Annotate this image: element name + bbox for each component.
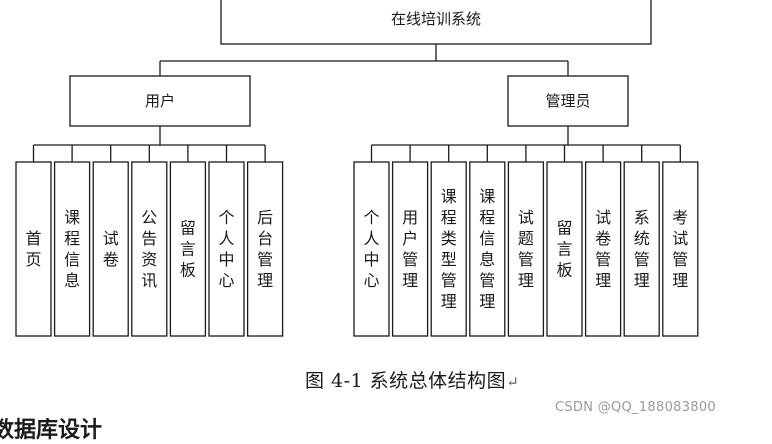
child-node-box xyxy=(92,161,129,337)
child-node-label: 课程信息 xyxy=(64,208,80,290)
child-node-box xyxy=(584,161,622,337)
child-node-box xyxy=(623,161,660,337)
child-node-box xyxy=(391,161,429,337)
figure-caption: 图 4-1 系统总体结构图↵ xyxy=(305,366,519,393)
branch-node-label: 管理员 xyxy=(545,92,590,110)
root-node-label: 在线培训系统 xyxy=(391,10,481,28)
child-node-box xyxy=(662,161,699,337)
child-node-label: 公告资讯 xyxy=(141,208,157,290)
child-node-label: 课程信息管理 xyxy=(479,187,495,311)
child-node-label: 考试管理 xyxy=(672,208,688,290)
next-section-heading: 数据库设计 xyxy=(0,418,103,443)
child-node-label: 系统管理 xyxy=(634,208,650,290)
child-node-label: 试卷 xyxy=(103,229,119,269)
caption-text: 图 4-1 系统总体结构图 xyxy=(305,370,507,392)
child-node-label: 后台管理 xyxy=(257,208,273,290)
paragraph-mark-icon: ↵ xyxy=(506,373,520,391)
child-node-box xyxy=(469,161,506,337)
child-node-label: 首页 xyxy=(25,229,41,269)
child-node-label: 试卷管理 xyxy=(595,208,611,290)
child-node-label: 留言板 xyxy=(180,219,196,280)
child-node-label: 用户管理 xyxy=(402,208,418,290)
child-node-box xyxy=(169,161,207,337)
child-node-label: 个人中心 xyxy=(363,208,379,290)
watermark: CSDN @QQ_188083800 xyxy=(555,400,716,415)
child-node-box xyxy=(208,161,245,337)
child-node-box xyxy=(353,161,390,337)
child-node-box xyxy=(53,161,91,337)
child-node-label: 留言板 xyxy=(556,219,572,280)
child-node-label: 试题管理 xyxy=(518,208,534,290)
child-node-box xyxy=(546,161,583,337)
child-node-box xyxy=(507,161,545,337)
child-node-box xyxy=(246,161,284,337)
branch-node-box xyxy=(507,75,629,127)
child-node-label: 个人中心 xyxy=(218,208,234,290)
child-node-box xyxy=(15,161,52,337)
child-node-label: 课程类型管理 xyxy=(441,187,457,311)
child-node-box xyxy=(131,161,168,337)
branch-node-label: 用户 xyxy=(145,92,175,110)
child-node-box xyxy=(430,161,467,337)
root-node-box xyxy=(220,0,652,45)
